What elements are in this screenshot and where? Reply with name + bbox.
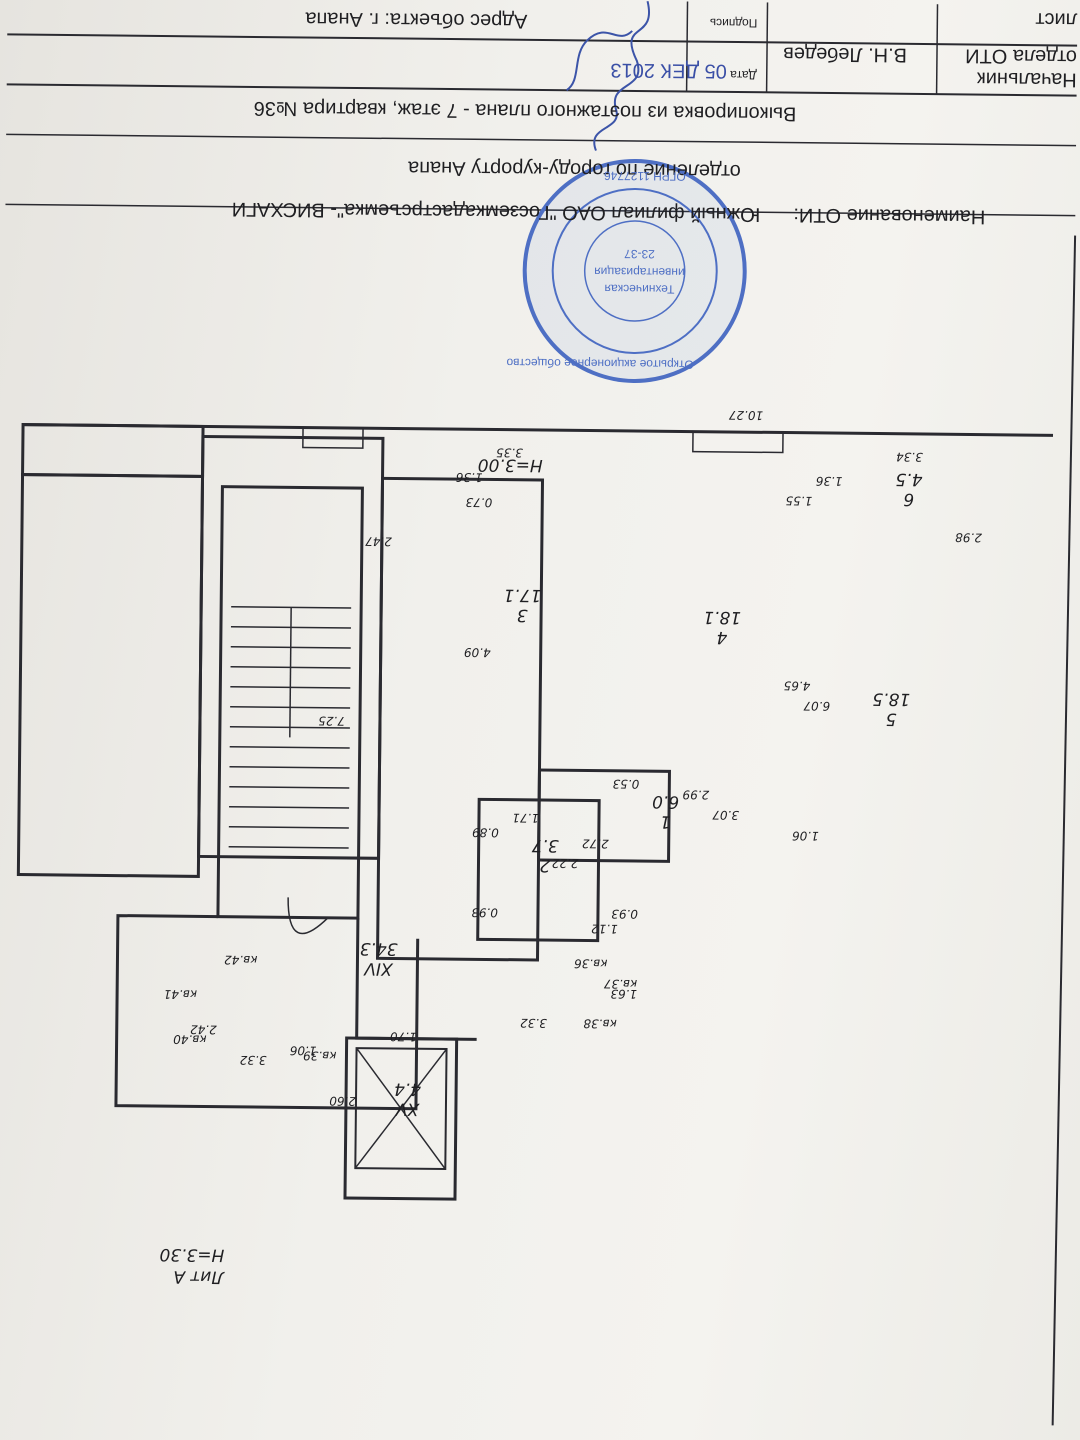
dim: 3.07: [712, 807, 740, 823]
name-label: Наименование ОТИ:: [793, 203, 986, 228]
date-label: Дата: [730, 67, 757, 83]
stamp-center-1: Техническая: [604, 281, 675, 297]
dim: 1.70: [389, 1029, 417, 1044]
head-name: В.Н. Лебедев: [783, 42, 908, 66]
dim: 3.32: [239, 1052, 267, 1068]
dim: 1.71: [512, 810, 540, 825]
dim: 0.89: [472, 825, 499, 840]
head-label-1: Начальник: [976, 67, 1077, 91]
sheet-name: Лит А: [173, 1266, 225, 1287]
floor-height: H=3.30: [159, 1244, 225, 1265]
dim: 6.07: [803, 698, 831, 714]
dim: 1.12: [591, 921, 618, 936]
apartment-label: кв.38: [583, 1016, 617, 1031]
dim: 3.32: [520, 1015, 547, 1031]
dim: 1.55: [785, 493, 813, 508]
dim: 3.34: [895, 449, 923, 464]
dim: 4.09: [463, 645, 491, 660]
dim: 3.35: [496, 445, 523, 460]
sign-label: Подпись: [709, 15, 758, 31]
stamp-ring-top: Открытое акционерное общество: [506, 355, 694, 372]
dim: 2.22: [551, 856, 579, 871]
dim: 2.60: [329, 1093, 357, 1109]
sheet-label: лист: [1035, 8, 1078, 31]
dim: 0.73: [465, 495, 493, 510]
signature: [565, 0, 650, 151]
dim: 0.93: [471, 905, 499, 920]
dim: 7.25: [318, 713, 346, 728]
stamp-center-3: 23-37: [624, 246, 655, 262]
overall-width: 10.27: [728, 407, 764, 423]
dim: 2.47: [365, 534, 392, 549]
head-label-2: отдела ОТИ: [965, 44, 1078, 68]
apartment-label: кв.41: [163, 987, 198, 1002]
dim: 1.36: [455, 470, 483, 485]
apartment-label: кв.36: [573, 956, 608, 971]
apartment-label: кв.39: [302, 1048, 337, 1063]
address-line: Адрес объекта: г. Анапа: [305, 7, 528, 32]
date-value: 05 ДЕК 2013: [610, 58, 727, 82]
apartment-label: кв.37: [603, 976, 638, 992]
dim: 0.53: [612, 776, 640, 792]
dim: 2.99: [682, 787, 710, 802]
dim: 4.65: [783, 678, 811, 693]
apartment-label: кв.40: [173, 1032, 207, 1047]
dim: 0.93: [611, 906, 639, 922]
apartment-label: кв.42: [223, 952, 258, 968]
official-stamp: [522, 158, 747, 383]
org-line-2: отделение по городу-курорту Анапа: [407, 156, 741, 183]
dim: 2.72: [581, 836, 609, 851]
dim: 1.06: [792, 828, 819, 843]
stamp-center-2: инвентаризация: [594, 264, 685, 280]
dim: 2.98: [955, 530, 983, 545]
stamp-ring-bottom: ОГРН 1127746: [603, 168, 686, 184]
dim: 1.36: [815, 473, 843, 489]
